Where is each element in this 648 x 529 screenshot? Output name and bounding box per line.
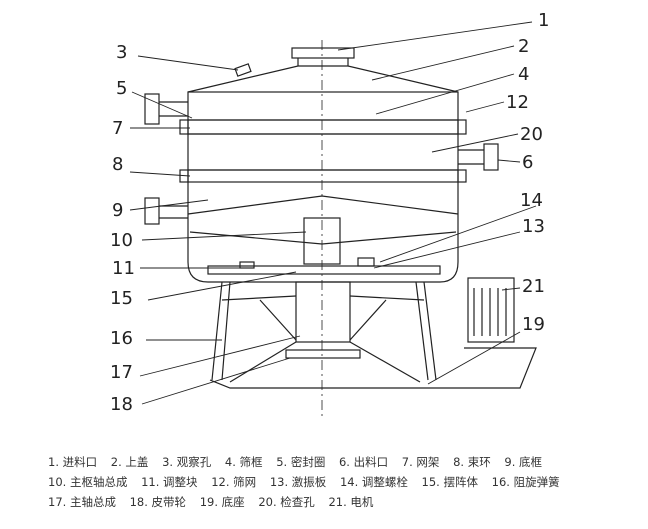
legend-item: 3. 观察孔 [162,455,212,469]
legend-item: 14. 调整螺栓 [339,475,408,489]
callout-20: 20 [520,124,543,145]
legend-row: 17. 主轴总成 18. 皮带轮 19. 底座 20. 检查孔 21. 电机 [48,492,638,512]
callout-1: 1 [538,10,549,31]
outlet-lower-left [144,197,188,225]
callout-13: 13 [522,216,545,237]
vibrating-screen-diagram: 1 2 3 4 5 12 7 20 8 6 9 14 10 13 11 15 2… [110,10,549,420]
callout-5: 5 [116,78,127,99]
motor [467,277,515,343]
top-cover [187,65,459,93]
callout-12: 12 [506,92,529,113]
callout-17: 17 [110,362,133,383]
legend-item: 21. 电机 [328,495,374,509]
legend-item: 20. 检查孔 [258,495,315,509]
legend-item: 19. 底座 [199,495,245,509]
clamp-ring [187,169,459,183]
legend-row: 1. 进料口 2. 上盖 3. 观察孔 4. 筛框 5. 密封圈 6. 出料口 … [48,452,638,472]
callout-19: 19 [522,314,545,335]
feed-inlet [291,47,355,59]
callout-18: 18 [110,394,133,415]
callout-11: 11 [112,258,135,279]
callout-7: 7 [112,118,123,139]
screen-frame-upper [187,91,459,121]
callout-4: 4 [518,64,529,85]
callout-3: 3 [116,42,127,63]
main-shaft-body [295,281,351,343]
vibration-plate [207,265,441,275]
callout-2: 2 [518,36,529,57]
legend-item: 9. 底框 [504,455,543,469]
callout-15: 15 [110,288,133,309]
observation-hole [234,63,252,77]
callout-8: 8 [112,154,123,175]
screen-frame-middle [187,133,459,171]
callout-10: 10 [110,230,133,251]
main-pivot-housing [303,217,341,265]
legend-item: 8. 束环 [453,455,491,469]
belt-pulley [285,349,361,359]
legend-item: 6. 出料口 [338,455,389,469]
parts-legend: 1. 进料口 2. 上盖 3. 观察孔 4. 筛框 5. 密封圈 6. 出料口 … [48,452,638,512]
outlet-upper-left [144,93,188,125]
callout-14: 14 [520,190,543,211]
callout-21: 21 [522,276,545,297]
callout-9: 9 [112,200,123,221]
base [209,347,537,389]
legend-item: 16. 阻旋弹簧 [491,475,560,489]
legend-item: 15. 摆阵体 [421,475,478,489]
legend-row: 10. 主枢轴总成 11. 调整块 12. 筛网 13. 激振板 14. 调整螺… [48,472,638,492]
legend-item: 13. 激振板 [269,475,327,489]
callout-16: 16 [110,328,133,349]
legend-item: 5. 密封圈 [276,455,326,469]
legend-item: 11. 调整块 [141,475,198,489]
callout-6: 6 [522,152,533,173]
outlet-right [458,143,499,171]
legend-item: 2. 上盖 [110,455,149,469]
bottom-frame [187,182,459,283]
legend-item: 10. 主枢轴总成 [48,475,128,489]
legend-item: 4. 筛框 [224,455,263,469]
legend-item: 17. 主轴总成 [48,495,116,509]
legend-item: 12. 筛网 [211,475,257,489]
legend-item: 1. 进料口 [48,455,98,469]
legend-item: 7. 网架 [401,455,440,469]
legend-item: 18. 皮带轮 [129,495,187,509]
screen-mesh-band [187,119,459,135]
